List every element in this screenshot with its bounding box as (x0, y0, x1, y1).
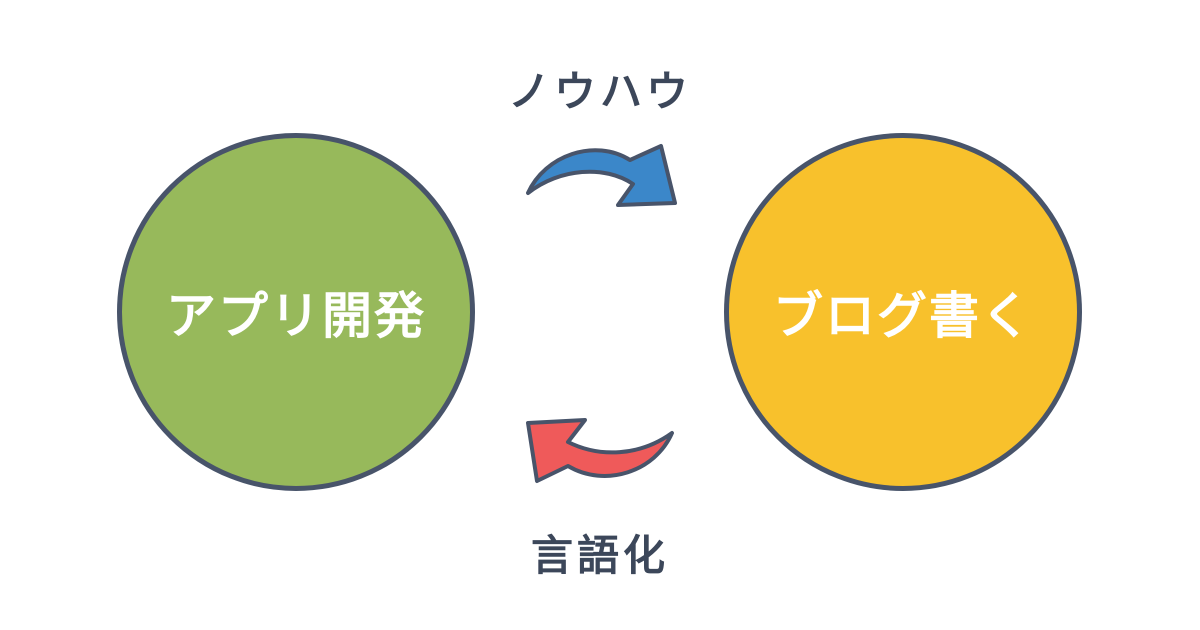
app-development-label: アプリ開発 (166, 287, 426, 345)
verbalization-arrow-icon (526, 418, 674, 483)
blog-writing-circle: ブログ書く (724, 133, 1082, 491)
blog-writing-label: ブログ書く (773, 287, 1033, 345)
knowhow-arrow-icon (526, 144, 677, 207)
app-development-circle: アプリ開発 (117, 133, 475, 491)
knowhow-label: ノウハウ (507, 67, 692, 116)
verbalization-label: 言語化 (530, 531, 669, 580)
